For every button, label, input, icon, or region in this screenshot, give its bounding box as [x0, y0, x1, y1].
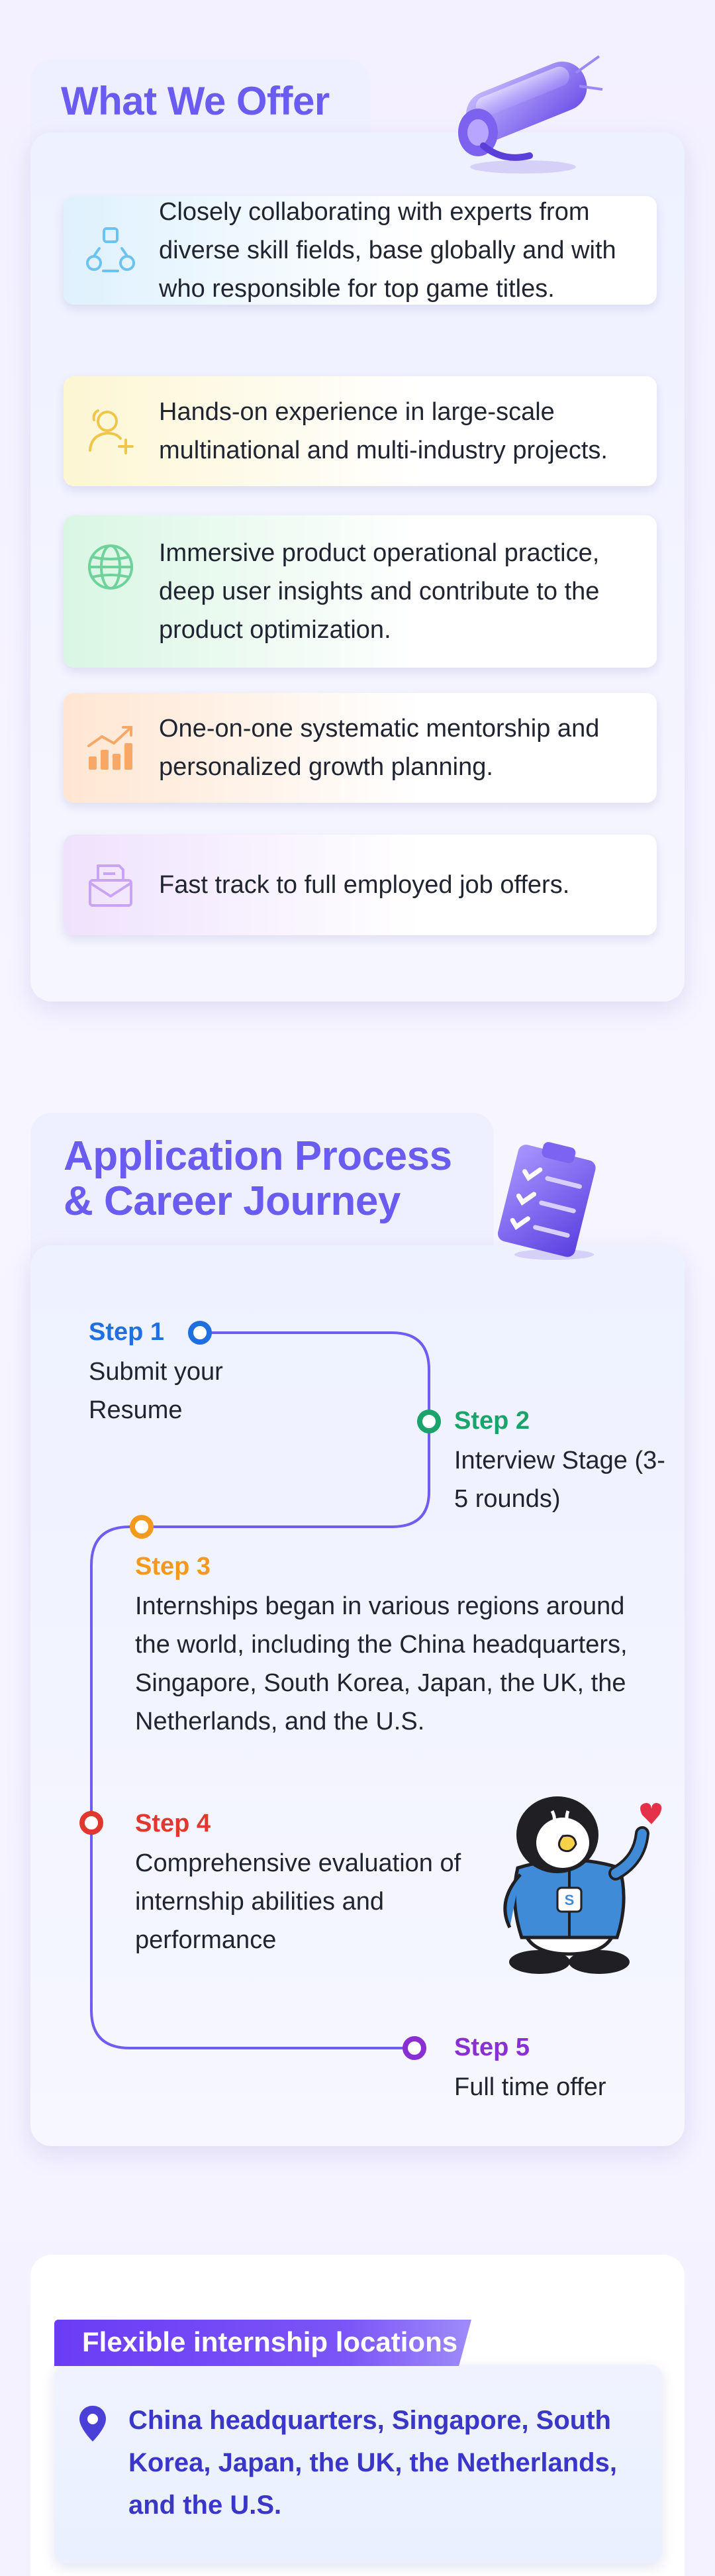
step-1-label: Step 1 — [89, 1318, 165, 1346]
step-3-text: Internships began in various regions aro… — [135, 1592, 628, 1735]
penguin-mascot-icon: S — [503, 1796, 662, 1974]
locations-banner — [54, 2320, 471, 2366]
step-marker — [188, 1321, 212, 1345]
globe-icon — [88, 544, 133, 590]
clipboard-icon — [497, 1142, 596, 1260]
step-3-label: Step 3 — [135, 1553, 211, 1580]
offer-item: Fast track to full employed job offers. — [64, 835, 657, 935]
envelope-icon — [89, 864, 132, 907]
offer-item-text: Hands-on experience in large-scale multi… — [159, 398, 608, 464]
growth-chart-icon — [87, 726, 132, 770]
step-marker — [79, 1811, 103, 1835]
offer-item-text: Closely collaborating with experts from … — [159, 198, 616, 303]
process-card — [30, 1245, 685, 2146]
step-2-label: Step 2 — [454, 1407, 530, 1435]
locations-banner-text: Flexible internship locations — [82, 2326, 458, 2357]
step-marker — [130, 1515, 154, 1539]
step-1-text: Submit your Resume — [89, 1358, 223, 1424]
offer-item: Hands-on experience in large-scale multi… — [64, 376, 657, 486]
svg-text:S: S — [565, 1892, 575, 1908]
step-2-text: Interview Stage (3-5 rounds) — [454, 1447, 665, 1513]
offer-title: What We Offer — [61, 79, 330, 123]
offer-item-text: Immersive product operational practice, … — [159, 539, 600, 644]
location-pin-icon — [79, 2406, 106, 2442]
offer-item-text: One-on-one systematic mentorship and per… — [159, 715, 600, 781]
step-5-text: Full time offer — [454, 2073, 606, 2101]
step-4-label: Step 4 — [135, 1810, 211, 1837]
locations-panel — [54, 2365, 662, 2563]
scroll-icon — [458, 55, 603, 174]
locations-text: China headquarters, Singapore, South Kor… — [128, 2406, 617, 2520]
step-5-label: Step 5 — [454, 2034, 530, 2061]
offer-item-text: Fast track to full employed job offers. — [159, 871, 570, 899]
offer-item: One-on-one systematic mentorship and per… — [64, 693, 657, 803]
add-user-icon — [89, 409, 134, 454]
step-marker — [417, 1410, 441, 1433]
offer-item: Immersive product operational practice, … — [64, 515, 657, 668]
step-4-text: Comprehensive evaluation of internship a… — [135, 1849, 461, 1954]
collaboration-icon — [86, 227, 135, 272]
process-title: Application Process & Career Journey — [64, 1133, 452, 1224]
offer-item: Closely collaborating with experts from … — [64, 196, 657, 305]
step-marker — [403, 2036, 426, 2060]
